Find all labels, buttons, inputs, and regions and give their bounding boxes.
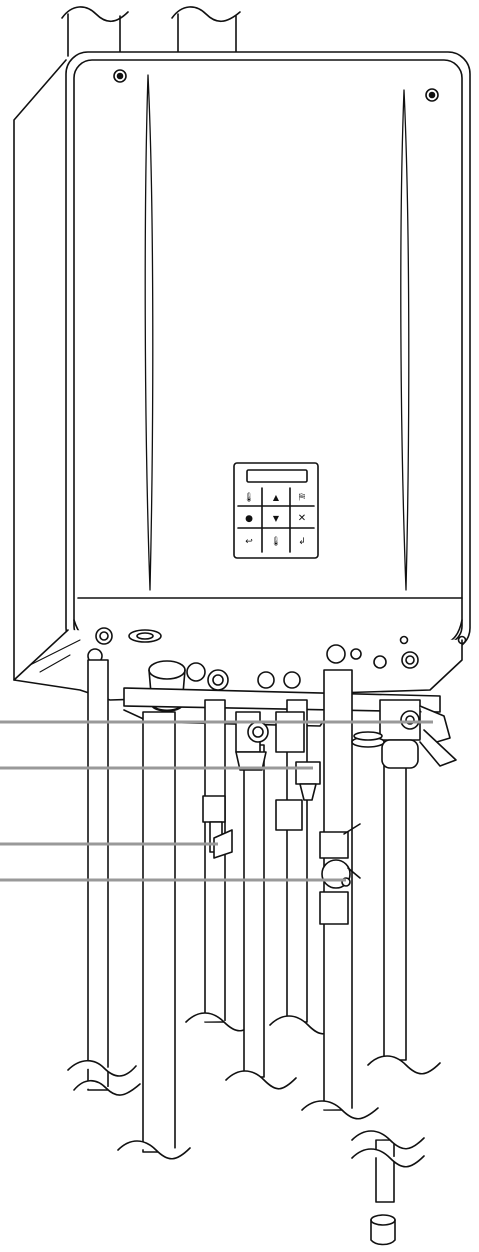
arrow-down-icon[interactable]: ▼ bbox=[273, 514, 280, 523]
drain-cap bbox=[370, 1214, 396, 1246]
enter-icon[interactable]: ↲ bbox=[298, 537, 306, 547]
arrow-up-icon[interactable]: ▲ bbox=[273, 493, 280, 502]
cover-screw-icon bbox=[113, 69, 439, 102]
x-icon[interactable]: ✕ bbox=[298, 513, 306, 524]
display-window bbox=[246, 469, 308, 483]
vent-pipes bbox=[61, 6, 241, 57]
flame-icon[interactable]: ● bbox=[245, 514, 253, 524]
thermometer-icon[interactable]: 🌡 bbox=[243, 492, 254, 503]
callout-leaders bbox=[0, 720, 433, 882]
unit-side-panel bbox=[13, 59, 69, 681]
bottom-plate bbox=[13, 629, 463, 701]
isolation-valves bbox=[202, 699, 457, 925]
thermometer-icon[interactable]: 🌡 bbox=[270, 536, 281, 547]
return-icon[interactable]: ↩ bbox=[245, 537, 253, 547]
tap-icon[interactable]: ⛿ bbox=[299, 493, 306, 503]
pipes bbox=[67, 659, 441, 1203]
control-panel: 🌡 ▲ ⛿ ● ▼ ✕ ↩ 🌡 ↲ bbox=[233, 462, 319, 559]
